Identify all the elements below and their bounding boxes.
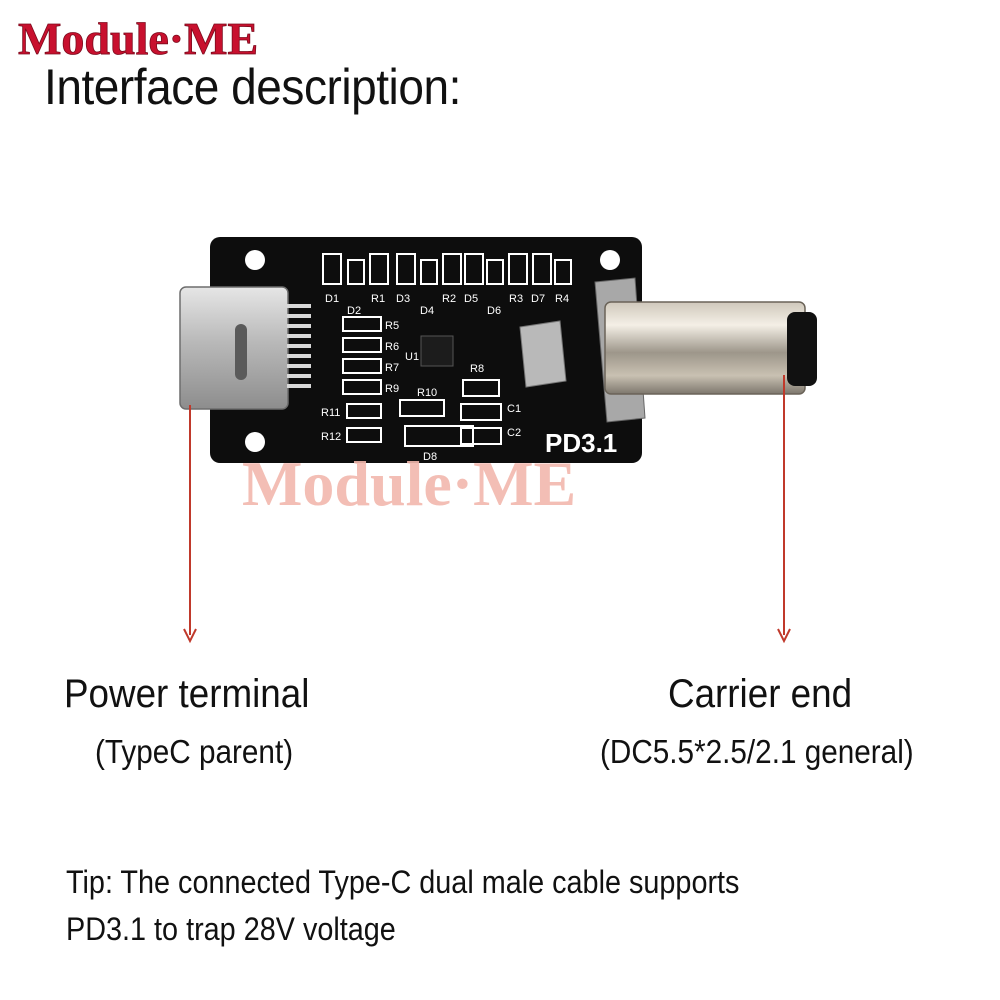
pd-silkscreen: PD3.1	[545, 428, 617, 458]
svg-text:D3: D3	[396, 293, 410, 305]
svg-text:R1: R1	[371, 293, 385, 305]
power-terminal-label: Power terminal	[64, 672, 310, 716]
svg-text:R6: R6	[385, 341, 399, 353]
svg-text:R10: R10	[417, 387, 437, 399]
svg-text:C2: C2	[507, 427, 521, 439]
mount-hole	[600, 250, 620, 270]
logo-text: Module·ME	[18, 13, 258, 64]
svg-text:R7: R7	[385, 362, 399, 374]
svg-text:R5: R5	[385, 320, 399, 332]
svg-text:C1: C1	[507, 403, 521, 415]
watermark: Module·ME	[242, 450, 576, 519]
mount-hole	[245, 250, 265, 270]
svg-text:R12: R12	[321, 431, 341, 443]
mount-hole	[245, 432, 265, 452]
module-me-logo: Module·ME	[18, 13, 259, 64]
svg-text:R2: R2	[442, 293, 456, 305]
lower-components	[399, 379, 502, 447]
page-title: Interface description:	[44, 59, 461, 115]
svg-text:R3: R3	[509, 293, 523, 305]
svg-text:R11: R11	[321, 407, 340, 419]
u1-chip	[420, 335, 454, 367]
svg-text:D8: D8	[423, 451, 437, 463]
arrow-to-power-terminal	[183, 405, 197, 644]
svg-text:D5: D5	[464, 293, 478, 305]
svg-text:D1: D1	[325, 293, 339, 305]
usb-c-pins	[287, 304, 311, 388]
watermark-text: Module·ME	[242, 450, 576, 519]
svg-text:D4: D4	[420, 305, 434, 317]
usb-c-connector	[179, 286, 289, 410]
carrier-end-label: Carrier end	[668, 672, 853, 716]
top-component-row	[322, 253, 572, 285]
svg-text:R8: R8	[470, 363, 484, 375]
svg-text:R4: R4	[555, 293, 569, 305]
svg-text:R9: R9	[385, 383, 399, 395]
dc-jack-tip	[787, 312, 817, 386]
svg-text:D6: D6	[487, 305, 501, 317]
left-resistor-stack	[342, 316, 382, 443]
svg-text:D7: D7	[531, 293, 545, 305]
solder-joint	[519, 320, 567, 388]
carrier-end-sublabel: (DC5.5*2.5/2.1 general)	[600, 733, 914, 770]
tip-line-2: PD3.1 to trap 28V voltage	[66, 911, 396, 947]
arrow-to-carrier-end	[777, 375, 791, 644]
power-terminal-sublabel: (TypeC parent)	[95, 733, 294, 770]
usb-c-slot	[235, 324, 247, 380]
tip-line-1: Tip: The connected Type-C dual male cabl…	[66, 864, 740, 900]
svg-text:D2: D2	[347, 305, 361, 317]
svg-text:U1: U1	[405, 351, 419, 363]
